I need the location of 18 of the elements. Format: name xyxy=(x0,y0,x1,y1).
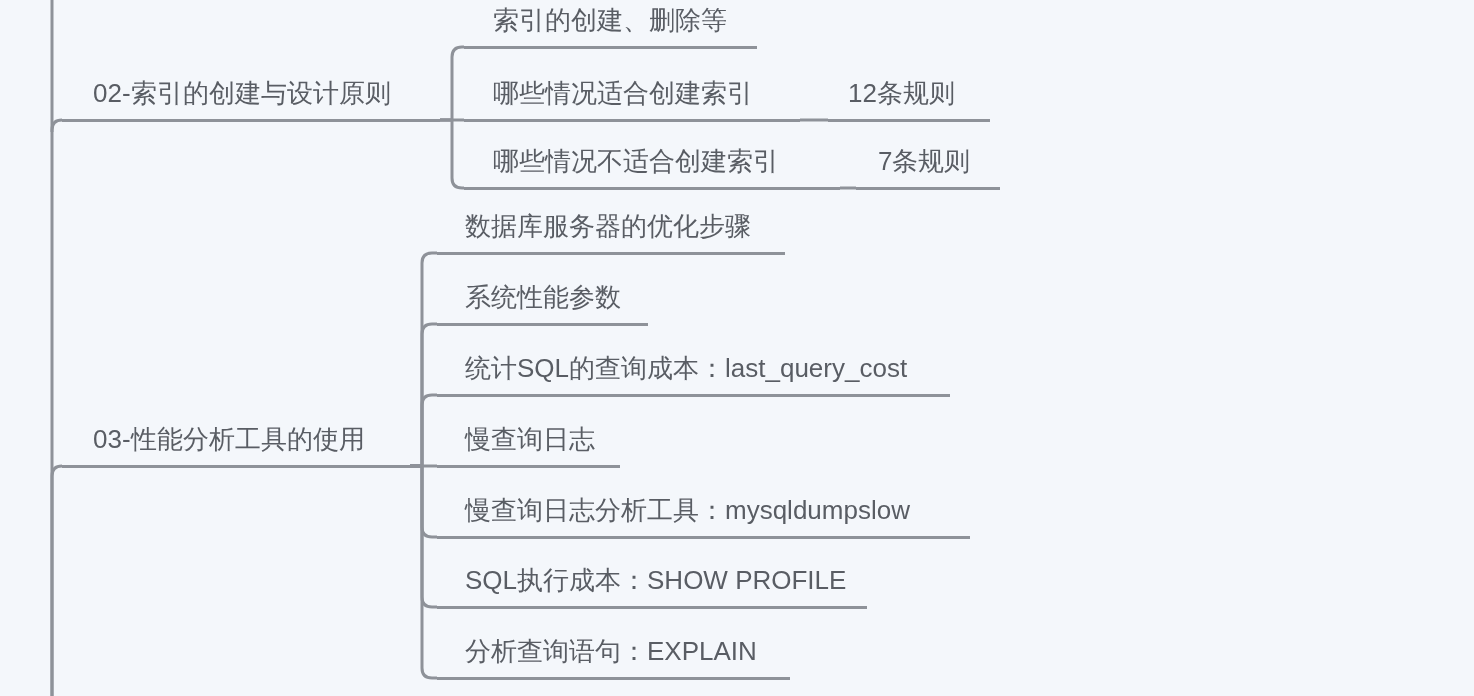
subtopic: 12条规则 xyxy=(828,76,990,122)
connector-line xyxy=(50,464,64,696)
subtopic: SQL执行成本：SHOW PROFILE xyxy=(437,563,867,609)
subtopic: 慢查询日志 xyxy=(437,422,620,468)
subtopic: 7条规则 xyxy=(856,144,1000,190)
main-topic: 03-性能分析工具的使用 xyxy=(62,422,410,468)
connector-line xyxy=(840,186,856,190)
subtopic: 哪些情况适合创建索引 xyxy=(464,76,800,122)
subtopic: 分析查询语句：EXPLAIN xyxy=(437,634,790,680)
connector-line xyxy=(410,464,437,680)
subtopic: 数据库服务器的优化步骤 xyxy=(437,209,785,255)
subtopic: 哪些情况不适合创建索引 xyxy=(464,144,840,190)
main-topic: 02-索引的创建与设计原则 xyxy=(62,76,440,122)
subtopic: 索引的创建、删除等 xyxy=(464,3,757,49)
connector-line xyxy=(800,118,828,122)
subtopic: 慢查询日志分析工具：mysqldumpslow xyxy=(437,493,970,539)
subtopic: 统计SQL的查询成本：last_query_cost xyxy=(437,351,950,397)
subtopic: 系统性能参数 xyxy=(437,280,648,326)
